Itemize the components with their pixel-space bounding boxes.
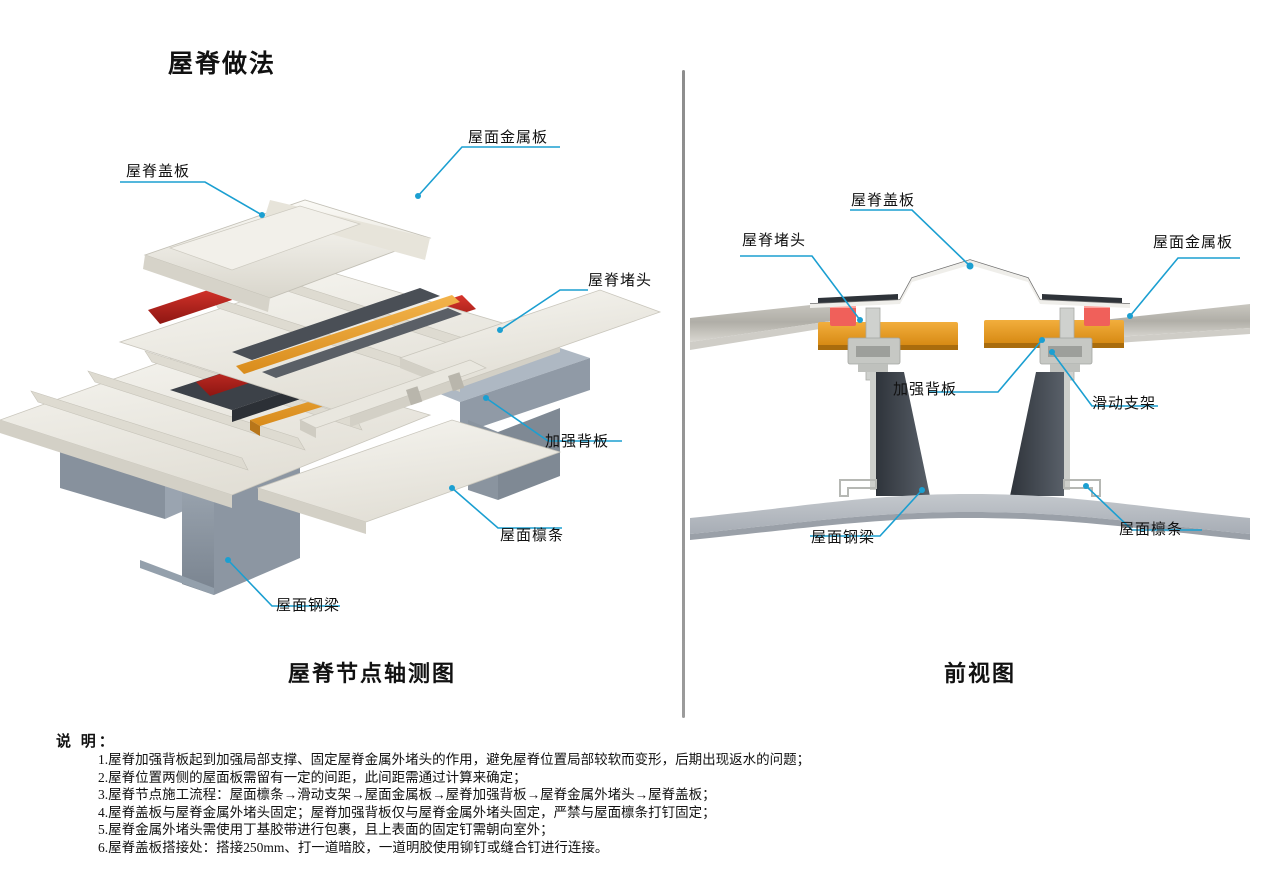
vertical-divider [682, 70, 685, 718]
callout-left-ridge-end-cap: 屋脊堵头 [588, 272, 653, 289]
front-view-drawing [690, 259, 1250, 540]
page-title: 屋脊做法 [168, 51, 277, 78]
note-item: 3.屋脊节点施工流程：屋面檩条→滑动支架→屋面金属板→屋脊加强背板→屋脊金属外堵… [98, 787, 716, 802]
reinforcing-back-plate-geometry [299, 359, 487, 438]
callout-left-roof-metal-panel: 屋面金属板 [468, 129, 549, 146]
panel-clips [406, 372, 465, 406]
ridge-seam [232, 288, 462, 378]
support-posts [839, 372, 1101, 497]
callout-right-sliding-bracket: 滑动支架 [1092, 395, 1157, 412]
right-callout-lines [740, 209, 1240, 537]
roof-sheet-right [1102, 304, 1250, 344]
isometric-drawing [0, 199, 662, 595]
callout-left-ridge-cover-plate: 屋脊盖板 [126, 163, 191, 180]
roof-metal-panel-lower-right [256, 419, 562, 534]
callout-left-roof-steel-beam: 屋面钢梁 [276, 597, 341, 614]
callout-right-roof-steel-beam: 屋面钢梁 [811, 529, 876, 546]
caption-front-view: 前视图 [944, 661, 1017, 686]
note-item: 2.屋脊位置两侧的屋面板需留有一定的间距，此间距需通过计算来确定； [98, 769, 527, 785]
note-item: 6.屋脊盖板搭接处：搭接250mm、打一道暗胶，一道明胶使用铆钉或缝合钉进行连接… [98, 839, 609, 855]
caption-isometric: 屋脊节点轴测图 [288, 661, 457, 686]
note-item: 5.屋脊金属外堵头需使用丁基胶带进行包裹，且上表面的固定钉需朝向室外； [98, 822, 554, 837]
note-item: 4.屋脊盖板与屋脊金属外堵头固定；屋脊加强背板仅与屋脊金属外堵头固定，严禁与屋面… [98, 804, 716, 820]
notes-block: 说 明： 1.屋脊加强背板起到加强局部支撑、固定屋脊金属外堵头的作用，避免屋脊位… [56, 730, 1236, 856]
callout-right-roof-metal-panel: 屋面金属板 [1153, 234, 1234, 251]
figure-front-view [690, 250, 1250, 550]
callout-left-reinforcing-back-plate: 加强背板 [545, 433, 610, 450]
butyl-strip-center [236, 295, 460, 374]
ridge-cover-plate-fill [810, 260, 1130, 308]
roof-purlin-front [690, 494, 1250, 540]
roof-sheet-left [690, 302, 838, 350]
figure-isometric [0, 90, 680, 650]
sliding-bracket-left [847, 307, 901, 381]
callout-right-roof-purlin: 屋面檩条 [1119, 521, 1184, 538]
left-callout-lines [120, 146, 622, 607]
sliding-bracket-right [1039, 307, 1093, 381]
note-item: 1.屋脊加强背板起到加强局部支撑、固定屋脊金属外堵头的作用，避免屋脊位置局部较软… [98, 752, 811, 767]
callout-right-ridge-end-cap: 屋脊堵头 [742, 232, 807, 249]
ridge-cover-plate-geometry [143, 199, 432, 312]
callout-right-reinforcing-back-plate: 加强背板 [893, 381, 958, 398]
notes-heading: 说 明： [56, 734, 117, 750]
callout-right-ridge-cover-plate: 屋脊盖板 [851, 192, 916, 209]
callout-left-roof-purlin: 屋面檩条 [500, 527, 565, 544]
